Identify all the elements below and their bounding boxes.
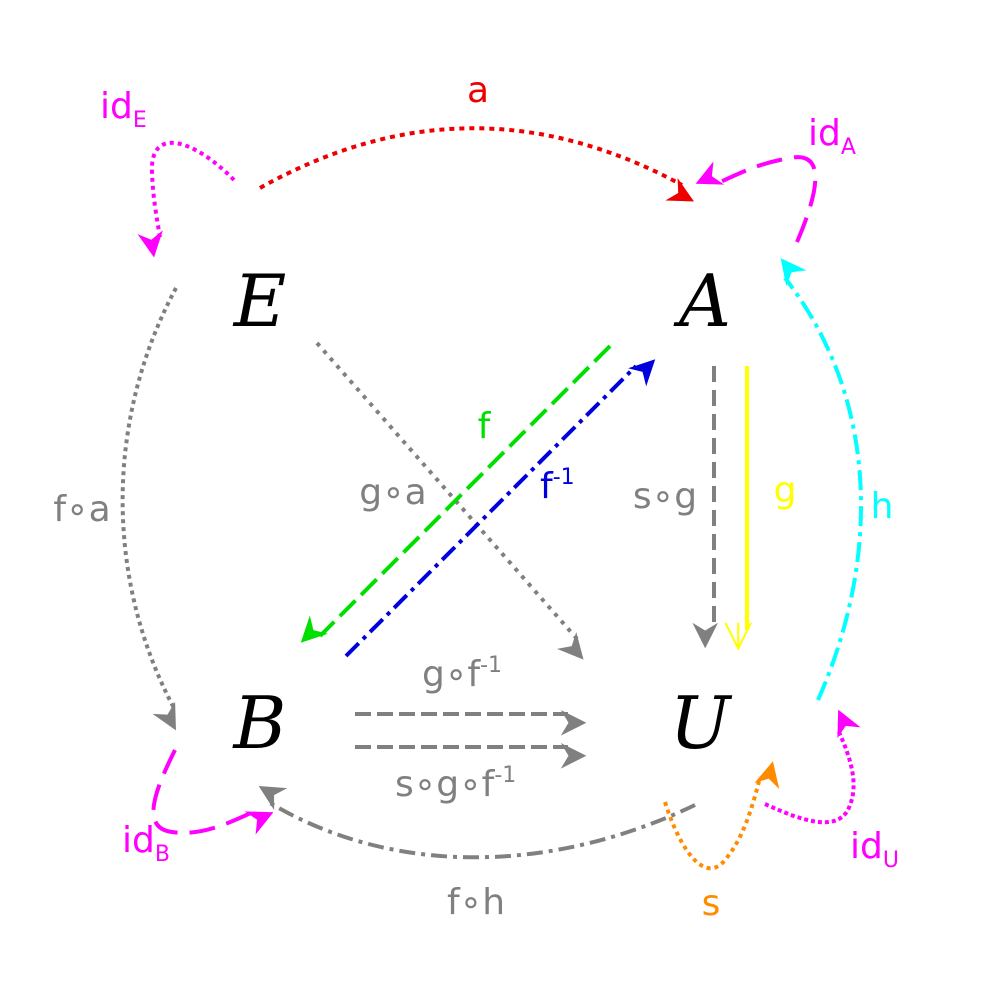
label-id-A: idA: [808, 113, 856, 160]
arrow-f: [300, 344, 612, 643]
node-B: B: [232, 681, 287, 765]
node-A: A: [673, 259, 731, 343]
label-s-comp-g: s∘g: [633, 476, 697, 517]
label-s: s: [702, 883, 721, 924]
label-g-comp-f-inverse: g∘f-1: [422, 653, 502, 695]
arrow-id-A: [695, 155, 818, 243]
label-h: h: [871, 486, 894, 527]
arrow-id-B: [151, 749, 274, 835]
arrow-h: [780, 258, 864, 701]
node-E: E: [232, 259, 287, 343]
label-a: a: [467, 70, 489, 111]
label-s-comp-g-comp-f-inverse: s∘g∘f-1: [395, 763, 516, 805]
arrow-f-comp-a: [120, 287, 178, 731]
label-g-comp-a: g∘a: [359, 472, 426, 513]
label-f-inverse: f-1: [540, 465, 575, 507]
node-U: U: [670, 681, 733, 765]
label-f-comp-h: f∘h: [447, 882, 505, 923]
label-f: f: [478, 406, 492, 447]
arrow-s: [663, 761, 780, 871]
label-id-E: idE: [100, 86, 147, 133]
arrow-f-comp-h: [258, 786, 696, 860]
arrow-a: [259, 126, 694, 202]
arrow-f-inverse: [344, 359, 656, 658]
arrow-g-comp-a: [315, 341, 584, 660]
label-id-B: idB: [122, 820, 170, 867]
arrow-id-E: [137, 140, 236, 258]
label-id-U: idU: [850, 826, 899, 873]
label-f-comp-a: f∘a: [53, 489, 110, 530]
arrow-id-U: [764, 709, 861, 825]
label-g: g: [774, 470, 797, 511]
